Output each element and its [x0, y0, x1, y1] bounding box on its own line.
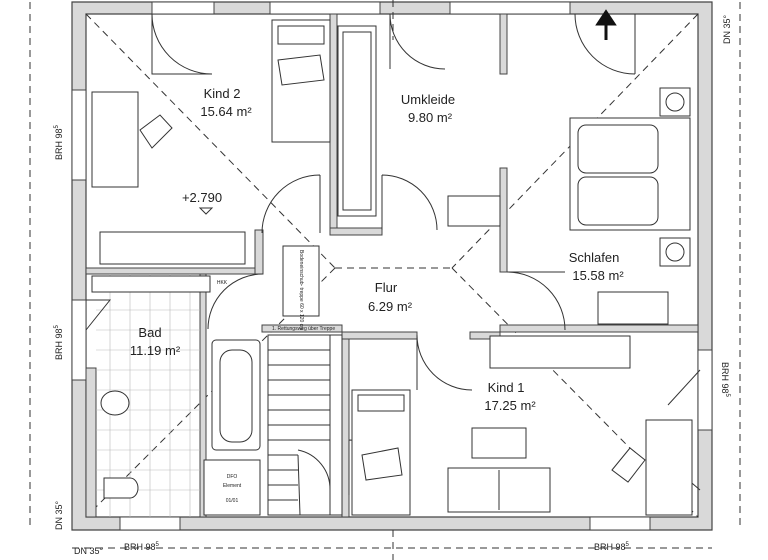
room-flur-area: 6.29 m²	[368, 299, 413, 314]
note-hkk: HKK	[217, 280, 228, 286]
dn-bottom-left-vertical: DN 35°	[54, 500, 64, 530]
kind2-furniture	[91, 19, 331, 265]
room-bad-name: Bad	[138, 325, 161, 340]
wardrobe-kind1	[489, 335, 631, 369]
brh-bottom-right: BRH 985	[594, 542, 630, 552]
brh-bottom-left: BRH 985	[124, 542, 160, 552]
dresser-schlafen	[597, 291, 669, 325]
schlafen-furniture	[569, 9, 691, 325]
dfo-element	[203, 459, 261, 516]
note-dfo-line2: Element	[223, 483, 242, 489]
dn-top-right: DN 35°	[722, 14, 732, 44]
window-openings	[71, 1, 713, 531]
wardrobe-umkleide	[337, 25, 377, 217]
note-stair-route: 1. Rettungsweg über Treppe	[272, 326, 335, 332]
bad-elements	[85, 274, 261, 517]
room-flur-name: Flur	[375, 280, 398, 295]
room-kind1-area: 17.25 m²	[484, 398, 536, 413]
attic-hatch	[282, 245, 320, 317]
flur-elements	[267, 245, 343, 516]
chair-kind2	[139, 114, 173, 149]
small-table-kind1	[471, 427, 527, 459]
interior-walls	[85, 13, 699, 518]
desk-kind2	[91, 91, 139, 188]
bathtub	[211, 339, 261, 451]
note-dfo-line3: 01/01	[226, 498, 239, 504]
toilet	[103, 477, 139, 499]
level-mark: +2.790	[182, 190, 222, 205]
nightstand-bottom	[659, 237, 691, 267]
shelf-umkleide	[447, 195, 501, 227]
brh-left-top: BRH 985	[54, 124, 64, 160]
room-schlafen-name: Schlafen	[569, 250, 620, 265]
room-umkleide-area: 9.80 m²	[408, 110, 453, 125]
desk-kind1	[645, 419, 693, 516]
brh-right: BRH 985	[720, 362, 730, 398]
bath-cabinet	[91, 275, 211, 293]
umkleide-furniture	[337, 25, 501, 227]
note-attic-hatch: Bodeneinschub- treppe 60 x 120 cm	[298, 250, 304, 330]
room-bad-area: 11.19 m²	[130, 343, 181, 358]
brh-left-bottom: BRH 985	[54, 324, 64, 360]
dn-bottom-left-horizontal: DN 35°	[74, 546, 104, 556]
north-arrow-icon	[595, 9, 617, 40]
chair-kind1	[611, 447, 646, 483]
room-kind2-area: 15.64 m²	[200, 104, 252, 119]
room-schlafen-area: 15.58 m²	[572, 268, 624, 283]
kind1-furniture	[351, 335, 693, 516]
room-umkleide-name: Umkleide	[401, 92, 455, 107]
staircase	[267, 334, 343, 516]
room-kind2-name: Kind 2	[204, 86, 241, 101]
wardrobe-kind2	[99, 231, 246, 265]
sink	[100, 390, 130, 416]
bathroom-tiles	[96, 274, 200, 517]
doors	[151, 13, 701, 496]
room-kind1-name: Kind 1	[488, 380, 525, 395]
dn-labels: DN 35° DN 35° DN 35°	[54, 14, 732, 556]
bed-kind1	[351, 389, 411, 516]
brh-labels: BRH 985 BRH 985 BRH 985 BRH 985 BRH 985	[54, 124, 730, 552]
double-bed	[569, 117, 691, 231]
note-dfo-line1: DFO	[227, 474, 238, 480]
nightstand-top	[659, 87, 691, 117]
